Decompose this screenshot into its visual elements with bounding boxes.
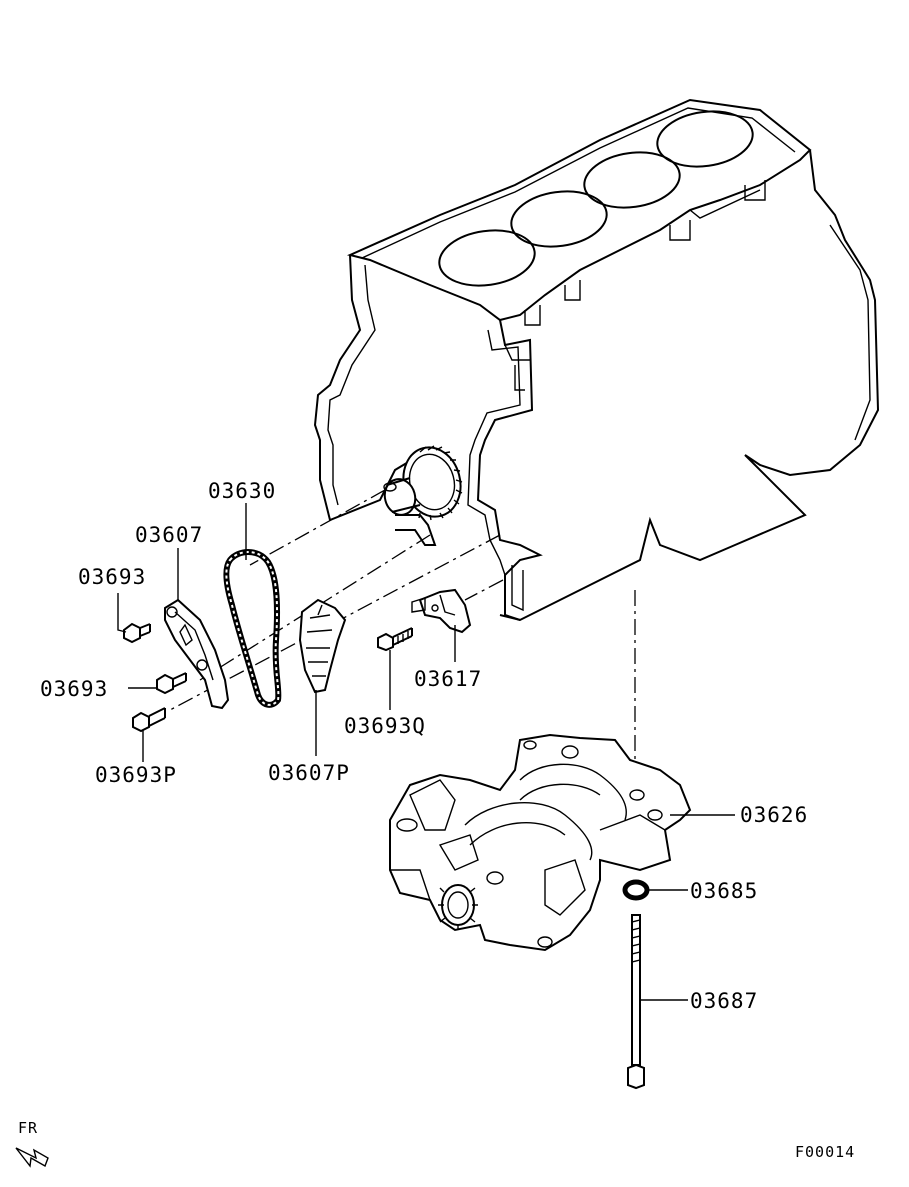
bolt-03693-lower: [156, 672, 187, 695]
chain-tensioner-lever: [298, 598, 347, 694]
timing-chain: [223, 549, 282, 708]
label-03630: 03630: [208, 479, 276, 503]
long-bolt: [627, 914, 645, 1090]
label-03693-lower: 03693: [40, 677, 108, 701]
label-03687: 03687: [690, 989, 758, 1013]
leader-lines: [117, 503, 735, 1001]
crankshaft-sprocket: [383, 445, 463, 546]
label-03693-upper: 03693: [78, 565, 146, 589]
label-03693q: 03693Q: [344, 714, 426, 738]
front-direction-label: FR: [18, 1119, 38, 1137]
chain-tensioner: [411, 588, 472, 634]
figure-code: F00014: [795, 1143, 855, 1161]
chain-guide-left: [164, 598, 230, 710]
label-03607: 03607: [135, 523, 203, 547]
label-03626: 03626: [740, 803, 808, 827]
label-03607p: 03607P: [268, 761, 350, 785]
label-03693p: 03693P: [95, 763, 177, 787]
front-arrow-icon: [15, 1147, 49, 1168]
label-03617: 03617: [414, 667, 482, 691]
balance-shaft-module: [389, 733, 692, 952]
front-direction-indicator: FR: [15, 1119, 49, 1168]
bolt-03693-upper: [123, 622, 151, 644]
label-03685: 03685: [690, 879, 758, 903]
bolt-03693q: [377, 627, 413, 652]
bolt-03693p: [132, 707, 166, 733]
washer: [622, 879, 650, 901]
engine-block: [313, 98, 880, 622]
